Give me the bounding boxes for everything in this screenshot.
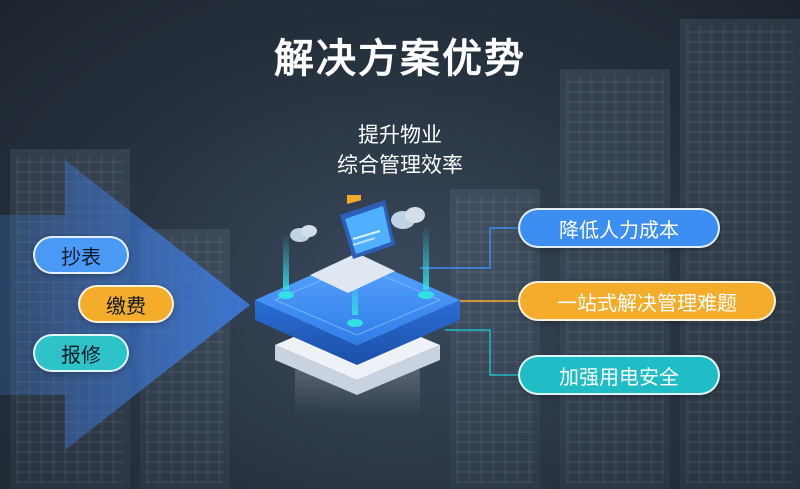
right-item-label: 降低人力成本: [559, 217, 679, 242]
right-item-reduce-cost: 降低人力成本: [518, 208, 720, 248]
right-item-label: 加强用电安全: [559, 364, 679, 389]
cloud-icon: [290, 225, 317, 242]
background-building: [680, 19, 800, 489]
left-item-label: 报修: [61, 342, 101, 367]
subtitle-line-2: 综合管理效率: [337, 153, 463, 177]
left-item-payment: 缴费: [78, 285, 174, 323]
left-item-repair: 报修: [33, 334, 129, 372]
left-item-label: 缴费: [106, 293, 146, 318]
left-item-label: 抄表: [61, 244, 101, 269]
left-item-meter-reading: 抄表: [33, 236, 129, 274]
subtitle: 提升物业 综合管理效率: [0, 120, 800, 180]
background-building: [560, 69, 670, 489]
right-item-label: 一站式解决管理难题: [557, 290, 737, 315]
page-title: 解决方案优势: [274, 36, 526, 82]
right-item-one-stop: 一站式解决管理难题: [518, 281, 776, 321]
cloud-icon: [391, 207, 425, 229]
platform-illustration: [255, 195, 460, 415]
right-item-power-safety: 加强用电安全: [518, 355, 720, 395]
subtitle-line-1: 提升物业: [358, 123, 442, 147]
